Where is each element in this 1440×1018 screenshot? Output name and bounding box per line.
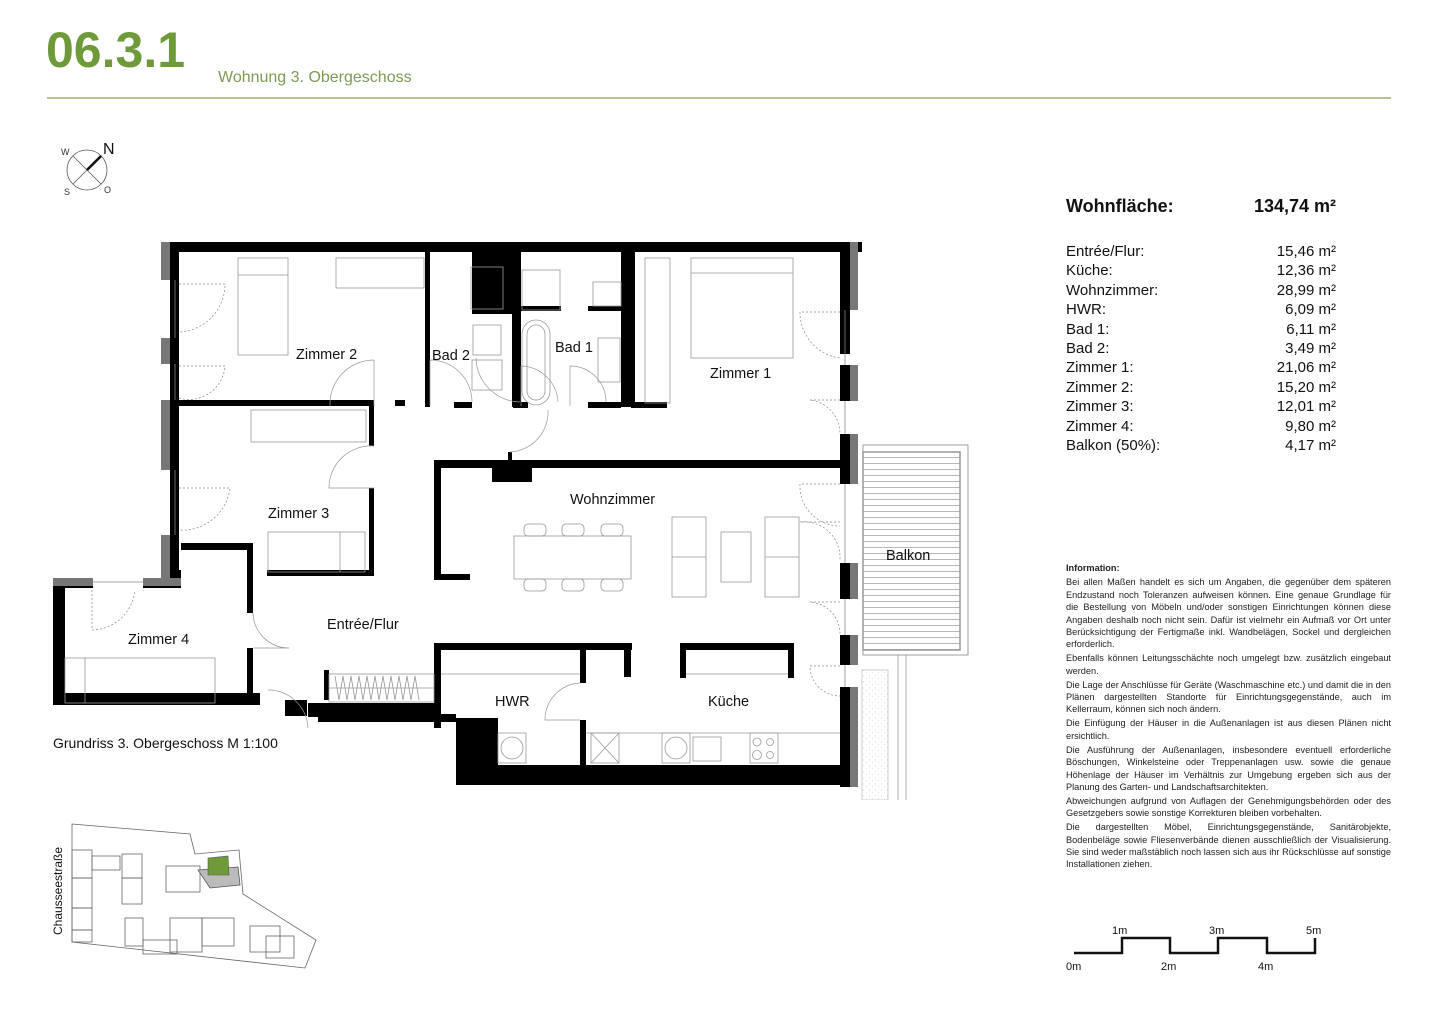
room-label-bad-1: Bad 1 [555, 340, 593, 356]
area-label: Entrée/Flur: [1066, 243, 1145, 260]
area-value: 6,09 m² [1285, 301, 1336, 319]
area-label: Zimmer 3: [1066, 398, 1134, 416]
area-row: Küche: 12,36 m² [1066, 261, 1336, 280]
unit-number: 06.3.1 [46, 22, 186, 78]
area-label: Zimmer 1: [1066, 359, 1134, 377]
compass-south: S [64, 187, 70, 197]
street-label: Chausseestraße [51, 847, 65, 935]
area-row: Zimmer 3: 12,01 m² [1066, 397, 1336, 416]
information-paragraph: Bei allen Maßen handelt es sich um Angab… [1066, 577, 1391, 650]
area-value: 9,80 m² [1285, 417, 1336, 435]
area-row: Bad 1: 6,11 m² [1066, 320, 1336, 339]
floor-plan: Zimmer 2 Bad 2 Bad 1 Zimmer 1 Zimmer 3 W… [53, 242, 969, 800]
room-label-zimmer-3: Zimmer 3 [268, 506, 329, 522]
plan-caption: Grundriss 3. Obergeschoss M 1:100 [53, 735, 278, 751]
scale-label-1m: 1m [1112, 925, 1127, 937]
area-row: Zimmer 2: 15,20 m² [1066, 378, 1336, 397]
area-value: 12,01 m² [1276, 398, 1336, 416]
scale-label-3m: 3m [1209, 925, 1224, 937]
unit-subtitle: Wohnung 3. Obergeschoss [218, 69, 412, 86]
total-area-label: Wohnfläche: [1066, 196, 1174, 216]
header-divider [47, 97, 1391, 99]
area-row: HWR: 6,09 m² [1066, 300, 1336, 319]
area-label: Bad 2: [1066, 340, 1110, 358]
compass-north: N [103, 141, 115, 158]
area-value: 6,11 m² [1286, 320, 1336, 338]
area-value: 21,06 m² [1276, 359, 1336, 377]
area-row: Wohnzimmer: 28,99 m² [1066, 281, 1336, 300]
room-label-hwr: HWR [495, 694, 530, 710]
room-label-entree-flur: Entrée/Flur [327, 617, 399, 633]
area-label: HWR: [1066, 301, 1106, 319]
area-value: 3,49 m² [1285, 340, 1336, 358]
information-block: Information: Bei allen Maßen handelt es … [1066, 562, 1391, 872]
compass-east: O [104, 185, 111, 195]
information-paragraph: Die Ausführung der Außenanlagen, insbeso… [1066, 744, 1391, 792]
area-value: 15,46 m² [1276, 243, 1336, 260]
area-row: Zimmer 1: 21,06 m² [1066, 358, 1336, 377]
total-area-value: 134,74 m² [1253, 196, 1336, 216]
information-paragraph: Die dargestellten Möbel, Einrichtungsgeg… [1066, 822, 1391, 870]
total-area-row: Wohnfläche: 134,74 m² [1066, 196, 1336, 217]
scale-bar: 1m 3m 5m 0m 2m 4m [1066, 925, 1321, 973]
site-map: Chausseestraße [51, 823, 317, 969]
information-paragraph: Abweichungen aufgrund von Auflagen der G… [1066, 795, 1391, 819]
scale-label-2m: 2m [1161, 961, 1176, 973]
area-table: Wohnfläche: 134,74 m² Entrée/Flur: 15,46 … [1066, 196, 1336, 455]
information-title: Information: [1066, 563, 1120, 573]
compass-icon: N W S O [61, 141, 115, 197]
area-value: 12,36 m² [1276, 262, 1336, 280]
area-row: Entrée/Flur: 15,46 m² [1066, 242, 1336, 261]
room-label-bad-2: Bad 2 [432, 348, 470, 364]
area-value: 15,20 m² [1276, 378, 1336, 396]
room-label-balkon: Balkon [886, 548, 930, 564]
scale-label-4m: 4m [1258, 961, 1273, 973]
information-paragraph: Die Lage der Anschlüsse für Geräte (Wasc… [1066, 679, 1391, 715]
room-label-kueche: Küche [708, 694, 749, 710]
compass-west: W [61, 147, 70, 157]
scale-label-5m: 5m [1306, 925, 1321, 937]
area-value: 4,17 m² [1285, 437, 1336, 455]
area-label: Wohnzimmer: [1066, 281, 1159, 299]
area-row: Zimmer 4: 9,80 m² [1066, 417, 1336, 436]
area-label: Zimmer 2: [1066, 378, 1134, 396]
area-row: Balkon (50%): 4,17 m² [1066, 436, 1336, 455]
area-value: 28,99 m² [1276, 281, 1336, 299]
area-label: Bad 1: [1066, 320, 1110, 338]
room-label-zimmer-2: Zimmer 2 [296, 347, 357, 363]
site-highlight-unit [207, 855, 230, 876]
information-paragraph: Die Einfügung der Häuser in die Außenanl… [1066, 718, 1391, 741]
area-label: Balkon (50%): [1066, 437, 1161, 455]
room-label-wohnzimmer: Wohnzimmer [570, 492, 655, 508]
information-paragraph: Ebenfalls können Leitungsschächte noch u… [1066, 653, 1391, 676]
room-label-zimmer-1: Zimmer 1 [710, 366, 771, 382]
room-label-zimmer-4: Zimmer 4 [128, 632, 189, 648]
area-label: Zimmer 4: [1066, 417, 1134, 435]
area-row: Bad 2: 3,49 m² [1066, 339, 1336, 358]
area-label: Küche: [1066, 262, 1113, 280]
scale-label-0m: 0m [1066, 961, 1081, 973]
